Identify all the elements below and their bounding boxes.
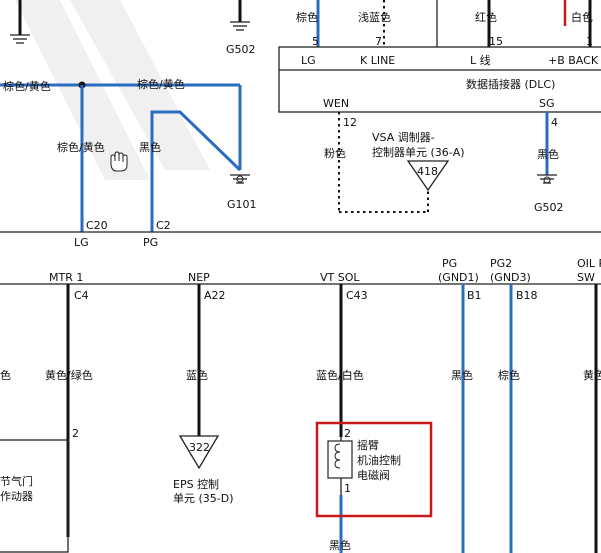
ground-icon [537, 174, 557, 184]
wire-color-brown-pg2: 棕色 [498, 368, 520, 382]
pin-2-solenoid: 2 [344, 427, 351, 440]
wire-color-black-vt: 黑色 [329, 538, 351, 552]
wire-label-brown-yellow-b: 棕色/黄色 [137, 77, 185, 91]
dlc-term-lline: L 线 [470, 53, 491, 67]
wire-color-red: 红色 [475, 10, 497, 24]
wire-color-blue: 蓝色 [186, 368, 208, 382]
dlc-term-wen: WEN [323, 97, 349, 110]
ground-g502-top [10, 0, 30, 44]
pin-15: 15 [489, 35, 503, 48]
term-oil-line1: OIL P [577, 257, 601, 270]
pin-7: 7 [375, 35, 382, 48]
pin-b1: B1 [467, 289, 482, 302]
left-partial-color: 色 [0, 368, 11, 382]
wire-color-yellow-green: 黄色/绿色 [45, 368, 93, 382]
pin-c43: C43 [346, 289, 368, 302]
ground-label-g101: G101 [227, 198, 257, 211]
wire-color-pink: 粉色 [324, 146, 346, 160]
wire-color-light-blue: 浅蓝色 [358, 10, 391, 24]
pin-a22: A22 [204, 289, 226, 302]
solenoid-line3: 电磁阀 [357, 468, 390, 482]
throttle-actuator-box [0, 439, 69, 553]
wire-color-blue-white: 蓝色/白色 [316, 368, 364, 382]
dlc-label: 数据插接器 (DLC) [466, 77, 555, 91]
ground-label-g502-top: G502 [226, 43, 256, 56]
watermark [15, 0, 210, 180]
dlc-term-b-backup: +B BACK UP [548, 54, 601, 67]
solenoid-coil-icon [327, 440, 353, 479]
solenoid-line2: 机油控制 [357, 453, 401, 467]
pin-1-solenoid: 1 [344, 482, 351, 495]
throttle-line2: 作动器 [0, 490, 33, 503]
wire-color-brown: 棕色 [296, 10, 318, 24]
wire-color-white: 白色 [571, 10, 593, 24]
pin-5: 5 [312, 35, 319, 48]
pin-12: 12 [343, 116, 357, 129]
term-mtr1: MTR 1 [49, 271, 83, 284]
dlc-term-lg: LG [301, 54, 316, 67]
term-vt-sol: VT SOL [320, 271, 360, 284]
wire-label-brown-yellow-a: 棕色/黄色 [3, 79, 51, 93]
pin-c2: C2 [156, 219, 171, 232]
dlc-term-sg: SG [539, 97, 555, 110]
ground-icon-g101 [230, 174, 250, 184]
pin-c4: C4 [74, 289, 89, 302]
solenoid-highlight-box [315, 421, 433, 518]
eps-line2: 单元 (35-D) [173, 492, 234, 505]
wire-color-black-sg: 黑色 [537, 147, 559, 161]
pin-1: 1 [586, 35, 593, 48]
pin-2-throttle: 2 [72, 427, 79, 440]
eps-line1: EPS 控制 [173, 477, 219, 491]
ground-g502-top-right [230, 0, 250, 31]
pin-b18: B18 [516, 289, 538, 302]
term-pg-line1: PG [442, 257, 457, 270]
solenoid-line1: 摇臂 [357, 438, 379, 452]
throttle-line1: 节气门 [0, 474, 33, 488]
dlc-connector-box [278, 46, 601, 113]
eps-ref-triangle-icon [178, 435, 220, 470]
wire-label-black: 黑色 [139, 140, 161, 154]
wire-label-brown-yellow-c: 棕色/黄色 [57, 140, 105, 154]
wire-color-yellow-oil: 黄色 [583, 368, 601, 382]
wire-color-black-pg1: 黑色 [451, 368, 473, 382]
connector-ref-triangle-icon [406, 160, 450, 192]
term-oil-line2: SW [577, 271, 595, 284]
term-pg-line2: (GND1) [438, 271, 479, 284]
hand-cursor-icon [110, 151, 128, 172]
pin-c20: C20 [86, 219, 108, 232]
term-lg: LG [74, 236, 89, 249]
vsa-label-line1: VSA 调制器- [372, 131, 435, 144]
term-pg2-line1: PG2 [490, 257, 512, 270]
eps-ref: 322 [189, 441, 210, 454]
vsa-ref: 418 [417, 165, 438, 178]
term-nep: NEP [188, 271, 210, 284]
vsa-label-line2: 控制器单元 (36-A) [372, 145, 465, 159]
ground-label-g502: G502 [534, 201, 564, 214]
term-pg: PG [143, 236, 158, 249]
term-pg2-line2: (GND3) [490, 271, 531, 284]
pin-4: 4 [551, 116, 558, 129]
dlc-term-kline: K LINE [360, 54, 395, 67]
